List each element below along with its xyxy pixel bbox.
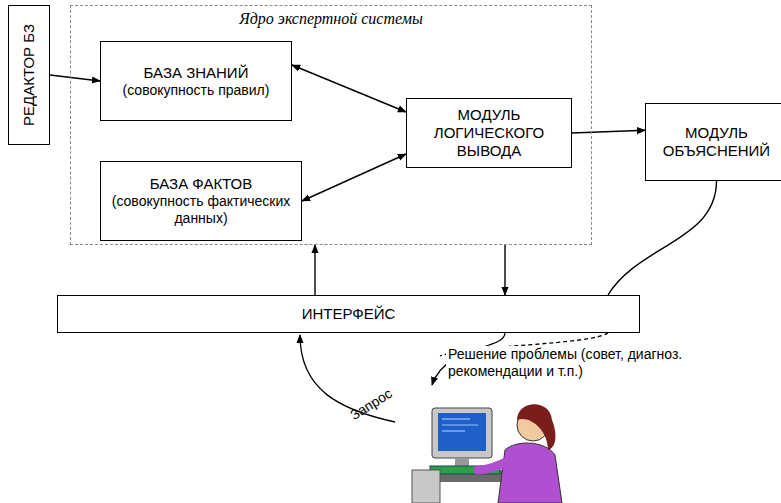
box-heading: БАЗА ЗНАНИЙ [144,64,249,82]
system-core-region: Ядро экспертной системыБАЗА ЗНАНИЙ(совок… [70,5,592,245]
interface-band: ИНТЕРФЕЙС [57,295,640,333]
inference-explanation-arrow [572,130,645,133]
explanation-curve [608,181,717,295]
box-heading: МОДУЛЬ ЛОГИЧЕСКОГО ВЫВОДА [407,106,571,160]
box-heading: РЕДАКТОР БЗ [20,24,38,126]
request-label: Запрос [345,384,397,425]
kb-editor-box: РЕДАКТОР БЗ [8,5,50,145]
request-arrow [314,245,315,295]
response-arrow [504,245,505,295]
box-heading: БАЗА ФАКТОВ [150,175,253,193]
box-body: (совокупность правил) [123,82,270,99]
box-heading: ИНТЕРФЕЙС [302,305,396,323]
result-label: Решение проблемы (совет, диагноз. рекоме… [446,346,750,380]
box-heading: МОДУЛЬ ОБЪЯСНЕНИЙ [646,124,781,160]
explanation-module-box: МОДУЛЬ ОБЪЯСНЕНИЙ [645,103,781,181]
region-title: Ядро экспертной системы [239,9,423,28]
box-body: (совокупность фактических данных) [101,193,301,227]
inference-module-box: МОДУЛЬ ЛОГИЧЕСКОГО ВЫВОДА [406,98,572,168]
facts-inference-arrow [302,154,406,201]
editor-arrow [50,75,100,81]
kb-inference-arrow [292,65,406,112]
knowledge-base-box: БАЗА ЗНАНИЙ(совокупность правил) [100,41,292,121]
user-illustration [412,404,562,503]
fact-base-box: БАЗА ФАКТОВ(совокупность фактических дан… [100,161,302,241]
